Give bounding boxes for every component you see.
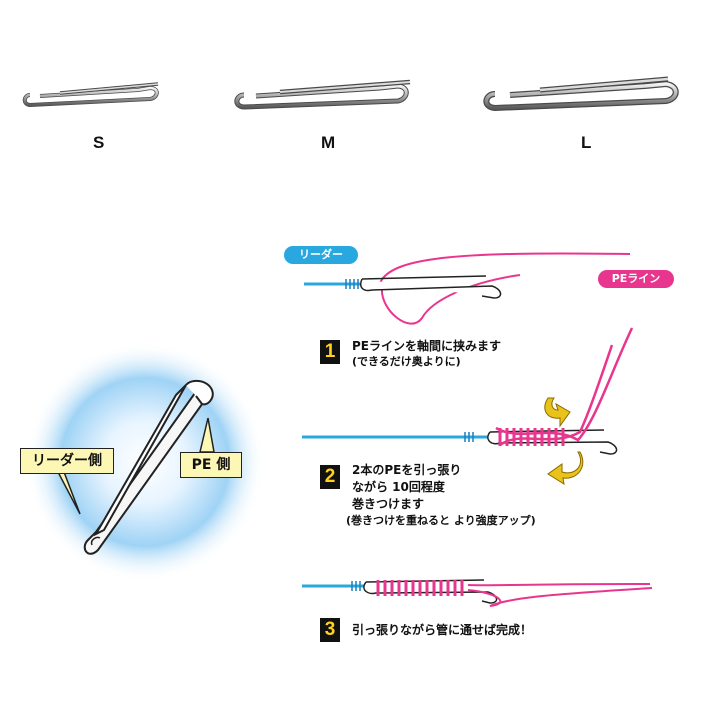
pin-l-image bbox=[483, 76, 679, 112]
step1-text-line1: PEラインを軸間に挟みます bbox=[352, 339, 501, 353]
step1-text-line2: (できるだけ奥よりに) bbox=[352, 355, 461, 368]
step1-number: 1 bbox=[320, 340, 340, 364]
pe-side-callout: PE 側 bbox=[180, 452, 242, 478]
step2-text-line2: ながら 10回程度 bbox=[352, 480, 445, 494]
step2-text-line4: (巻きつけを重ねると より強度アップ) bbox=[346, 514, 536, 527]
step2-number: 2 bbox=[320, 465, 340, 489]
step3-number: 3 bbox=[320, 618, 340, 642]
step1-illustration bbox=[304, 252, 631, 325]
step3-text-line1: 引っ張りながら管に通せば完成！ bbox=[352, 623, 533, 637]
step2-illustration bbox=[302, 327, 634, 486]
size-label-l: L bbox=[581, 133, 592, 152]
step3-illustration bbox=[302, 579, 653, 607]
leader-side-callout: リーダー側 bbox=[20, 448, 114, 474]
pin-s-image bbox=[22, 82, 159, 108]
leader-tag: リーダー bbox=[284, 246, 358, 264]
step2-text-line3: 巻きつけます bbox=[352, 497, 425, 511]
pe-line-tag: PEライン bbox=[598, 270, 674, 288]
step2-text-line1: 2本のPEを引っ張り bbox=[352, 463, 462, 477]
size-label-s: S bbox=[93, 133, 105, 152]
pin-m-image bbox=[234, 79, 411, 110]
large-pin-image bbox=[83, 379, 214, 555]
size-label-m: M bbox=[321, 133, 336, 152]
